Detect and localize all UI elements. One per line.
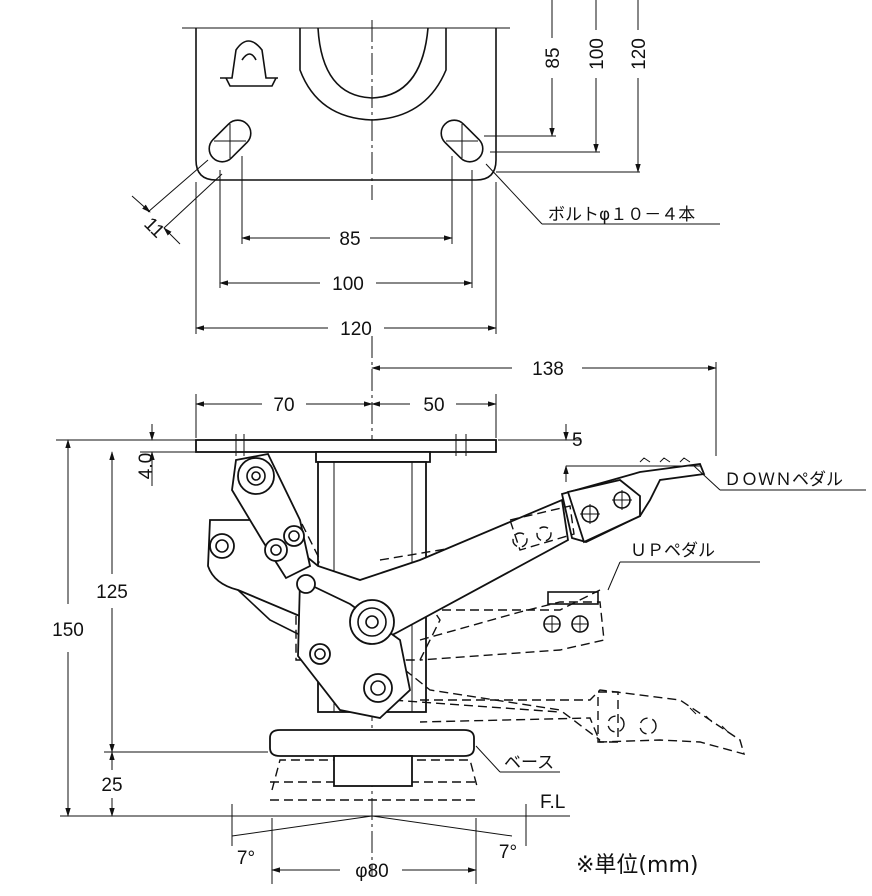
down-pedal-callout: ＤＯＷＮペダル (693, 465, 866, 491)
base-pad (269, 729, 475, 757)
dim-125: 125 (96, 582, 128, 603)
top-view: 85 100 120 85 100 120 11 ボルトφ１０－４本 (131, 0, 720, 340)
dim-angle-right: 7° (499, 842, 517, 863)
dim-85-vertical: 85 (543, 47, 564, 68)
dim-100-vertical: 100 (587, 38, 608, 70)
pedal-dashed-mid (509, 505, 575, 551)
dim-85-horizontal: 85 (339, 229, 360, 250)
dim-138: 138 (532, 359, 564, 380)
stem-body (315, 451, 431, 463)
dim-150: 150 (52, 620, 84, 641)
base-callout: ベース (475, 745, 560, 773)
up-pedal-label: ＵＰペダル (630, 541, 715, 561)
bolt-slot-left (208, 119, 252, 163)
mounting-plate-top (195, 28, 497, 181)
bolt-callout-label: ボルトφ１０－４本 (548, 205, 695, 225)
down-pedal-label: ＤＯＷＮペダル (724, 470, 843, 490)
dim-5: 5 (572, 430, 583, 451)
side-view: 70 50 138 5 4.0 150 125 25 (52, 336, 866, 884)
pivot-pins (209, 457, 395, 703)
bolt-slot-right (440, 119, 484, 163)
up-pedal-callout: ＵＰペダル (607, 541, 760, 591)
dim-phi80: φ80 (355, 861, 388, 882)
floor-line-label: F.L (540, 792, 565, 813)
dim-120-horizontal: 120 (340, 319, 372, 340)
dim-100-horizontal: 100 (332, 274, 364, 295)
dim-70: 70 (273, 395, 294, 416)
pedal-dashed-low (419, 689, 746, 756)
dim-120-vertical: 120 (629, 38, 650, 70)
dim-25: 25 (101, 775, 122, 796)
hook-slot (220, 40, 278, 87)
unit-note: ※単位(mm) (576, 853, 698, 878)
dim-angle-left: 7° (237, 848, 255, 869)
bolt-callout: ボルトφ１０－４本 (485, 163, 720, 225)
dim-4-0: 4.0 (136, 453, 157, 479)
dim-11-slot: 11 (139, 214, 168, 243)
dim-50: 50 (423, 395, 444, 416)
down-pedal-shape (560, 457, 706, 544)
mounting-plate-side (195, 439, 497, 453)
stem-housing (299, 28, 447, 121)
up-pedal-shape (419, 591, 605, 661)
base-label: ベース (504, 753, 554, 773)
